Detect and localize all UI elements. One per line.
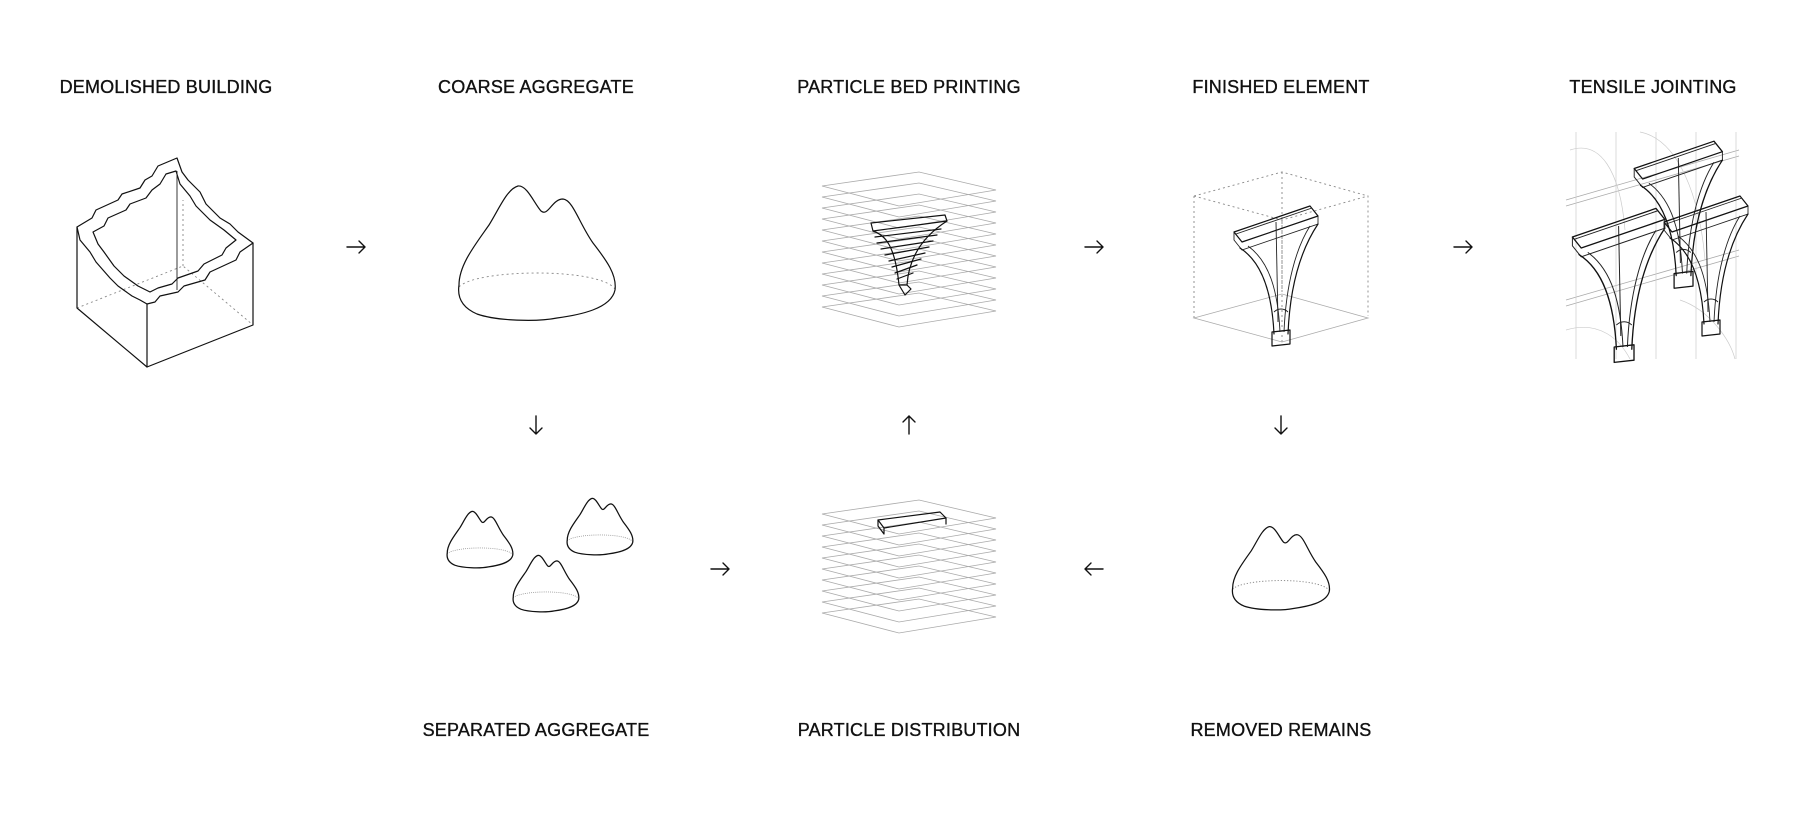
label-particle-distribution: PARTICLE DISTRIBUTION [798,720,1021,740]
bed-layer [821,171,997,207]
bed-layer [821,576,997,612]
background-line [1565,131,1736,360]
bed-layer [821,565,997,601]
bed-layer [821,248,997,284]
coarse-aggregate-illustration [458,185,616,321]
arrow-up-icon [902,415,916,435]
bed-layer [821,587,997,623]
bed-layer [821,226,997,262]
bed-layer [821,292,997,328]
label-finished-element: FINISHED ELEMENT [1192,77,1369,97]
finished-element-illustration [1192,171,1370,347]
arrow-right-icon [346,240,366,254]
label-coarse-aggregate: COARSE AGGREGATE [438,77,634,97]
background-line [1565,149,1740,307]
bed-layer [821,598,997,634]
bed-layer [821,281,997,317]
label-removed-remains: REMOVED REMAINS [1190,720,1371,740]
separated-aggregate-illustration [446,497,634,613]
label-demolished-building: DEMOLISHED BUILDING [60,77,273,97]
bed-layer [821,237,997,273]
particle-distribution-illustration [821,499,997,634]
demolished-building-illustration [76,157,254,368]
bed-layer [821,193,997,229]
bed-layer [821,270,997,306]
arrow-right-icon [1453,240,1473,254]
bed-layer [821,532,997,568]
bed-layer [821,521,997,557]
arrow-left-icon [1084,562,1104,576]
bed-layer [821,204,997,240]
label-tensile-jointing: TENSILE JOINTING [1569,77,1736,97]
arrow-down-icon [529,415,543,435]
bed-layer [821,543,997,579]
arrow-down-icon [1274,415,1288,435]
label-separated-aggregate: SEPARATED AGGREGATE [423,720,650,740]
particle-bed-printing-illustration [821,171,997,328]
bed-layer [821,554,997,590]
bed-layer [821,499,997,535]
bed-layer [821,215,997,251]
bed-layer [821,510,997,546]
arrow-right-icon [710,562,730,576]
tensile-jointing-illustration [1565,131,1749,364]
arrow-right-icon [1084,240,1104,254]
label-particle-bed-printing: PARTICLE BED PRINTING [797,77,1021,97]
bed-layer [821,259,997,295]
removed-remains-illustration [1231,525,1331,611]
bed-layer [821,182,997,218]
